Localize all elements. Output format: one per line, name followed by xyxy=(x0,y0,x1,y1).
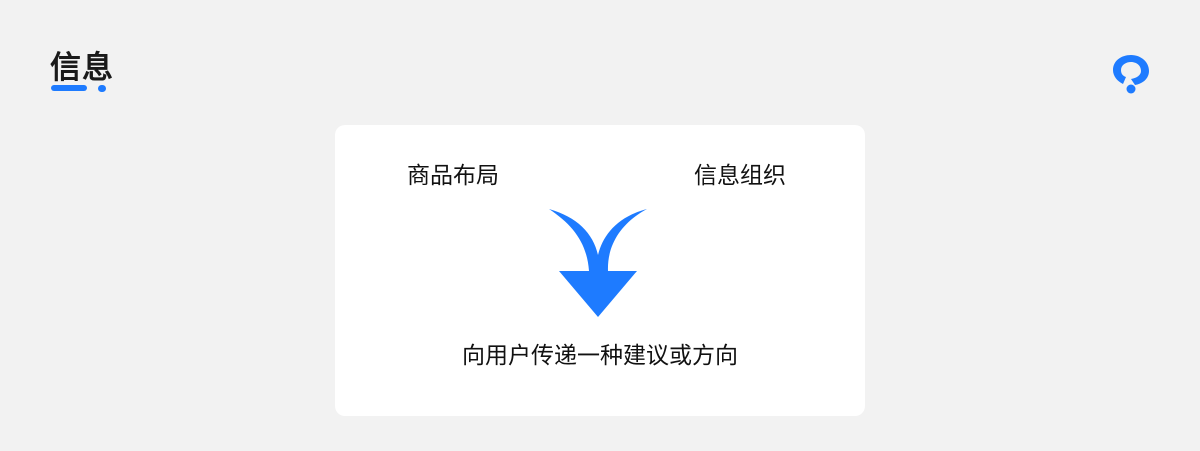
merge-down-arrow-icon xyxy=(549,209,647,317)
header: 信息 xyxy=(50,50,114,94)
title-underline xyxy=(51,85,87,91)
source-label-product-layout: 商品布局 xyxy=(407,163,499,189)
source-label-info-organization: 信息组织 xyxy=(694,163,786,189)
title-underline-dot xyxy=(98,85,106,92)
page-title: 信息 xyxy=(50,50,114,86)
brand-logo-icon xyxy=(1113,55,1149,94)
result-label: 向用户传递一种建议或方向 xyxy=(462,343,738,369)
diagram-card: 商品布局 信息组织 向用户传递一种建议或方向 xyxy=(335,125,865,416)
